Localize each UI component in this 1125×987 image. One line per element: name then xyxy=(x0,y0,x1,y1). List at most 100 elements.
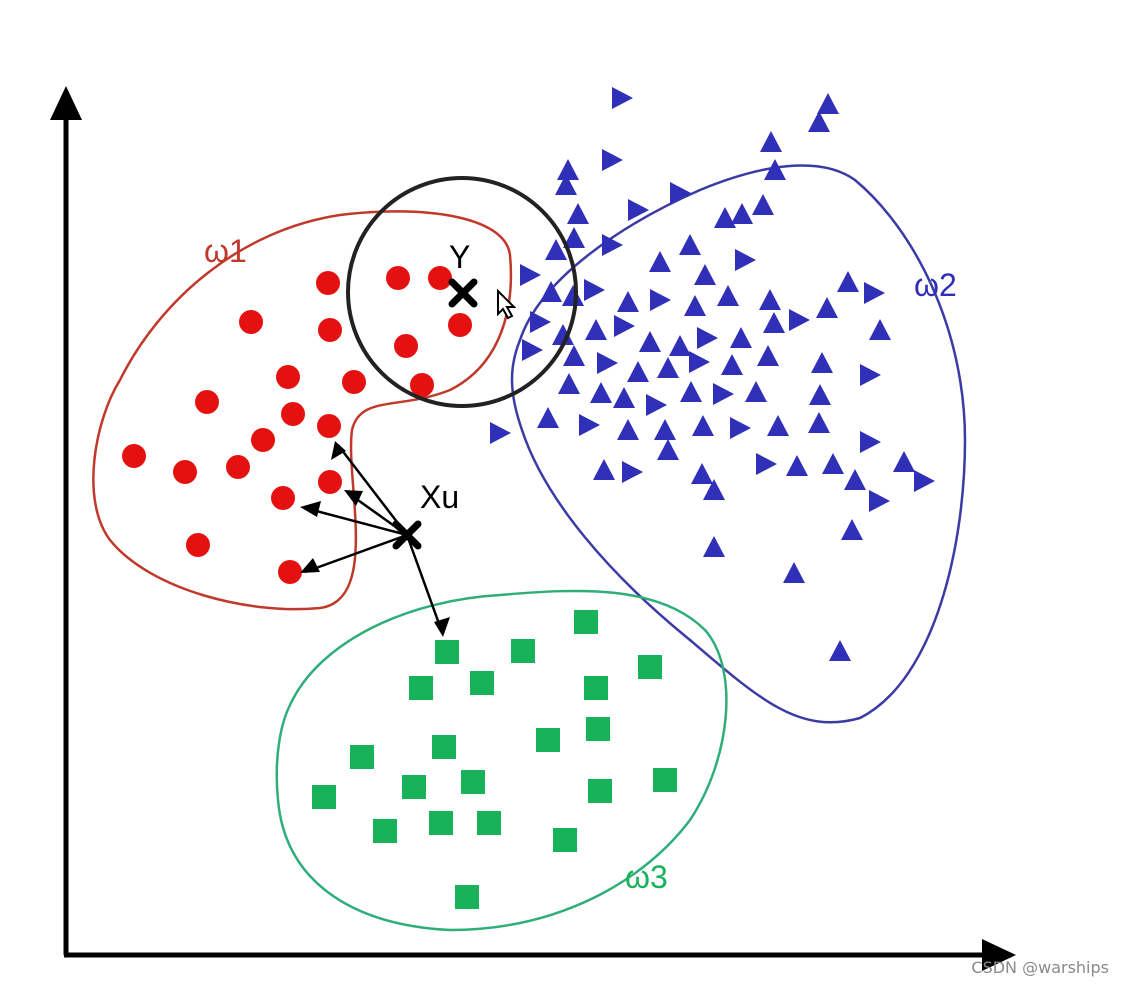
class2-point xyxy=(864,282,885,304)
class2-point xyxy=(763,312,785,333)
class1-point xyxy=(448,313,472,337)
class2-point xyxy=(537,407,559,428)
axes xyxy=(63,112,990,958)
class1-point xyxy=(318,470,342,494)
class2-point xyxy=(602,234,623,256)
class2-point xyxy=(612,87,633,109)
class3-label: ω3 xyxy=(625,859,668,895)
class1-point xyxy=(195,390,219,414)
class2-point xyxy=(552,324,574,345)
class2-point xyxy=(584,279,605,301)
class1-point xyxy=(278,560,302,584)
class2-point xyxy=(614,315,635,337)
class2-point xyxy=(789,309,810,331)
class2-point xyxy=(811,352,833,373)
class2-point xyxy=(670,182,691,204)
class2-label: ω2 xyxy=(914,267,957,303)
class1-point xyxy=(276,365,300,389)
class2-point xyxy=(731,203,753,224)
class2-point xyxy=(809,384,831,405)
class2-point xyxy=(593,459,615,480)
class2-point xyxy=(730,417,751,439)
class3-point xyxy=(429,811,453,835)
class3-point xyxy=(435,640,459,664)
class2-point xyxy=(730,327,752,348)
class2-point xyxy=(530,311,551,333)
class2-point xyxy=(563,345,585,366)
class3-point xyxy=(350,745,374,769)
class2-point xyxy=(869,490,890,512)
class2-point xyxy=(567,203,589,224)
class3-point xyxy=(588,779,612,803)
class2-point xyxy=(557,159,579,180)
class3-point xyxy=(553,828,577,852)
class2-point xyxy=(617,291,639,312)
class2-point xyxy=(703,479,725,500)
class1-point xyxy=(281,402,305,426)
class2-points xyxy=(490,87,935,661)
arrowhead xyxy=(300,558,320,573)
class3-point xyxy=(536,728,560,752)
arrowhead xyxy=(434,617,450,637)
class2-point xyxy=(694,264,716,285)
class2-point xyxy=(627,361,649,382)
class3-point xyxy=(638,655,662,679)
class2-point xyxy=(817,93,839,114)
class1-point xyxy=(410,373,434,397)
class2-point xyxy=(757,345,779,366)
class2-point xyxy=(590,382,612,403)
class2-point xyxy=(520,264,541,286)
class1-point xyxy=(239,310,263,334)
class2-point xyxy=(893,451,915,472)
class2-boundary xyxy=(510,164,967,724)
class2-point xyxy=(490,422,511,444)
class2-point xyxy=(697,327,718,349)
class2-point xyxy=(562,285,584,306)
class1-point xyxy=(173,460,197,484)
class2-point xyxy=(622,461,643,483)
class2-point xyxy=(764,159,786,180)
class2-point xyxy=(767,415,789,436)
class2-point xyxy=(837,271,859,292)
class2-point xyxy=(816,297,838,318)
class3-point xyxy=(455,885,479,909)
class2-point xyxy=(860,431,881,453)
query-point-label: Xu xyxy=(420,479,459,515)
arrow xyxy=(337,444,408,536)
class2-point xyxy=(756,453,777,475)
arrow xyxy=(304,533,408,574)
class2-point xyxy=(703,536,725,557)
class1-point xyxy=(317,414,341,438)
class2-point xyxy=(808,111,830,132)
class2-point xyxy=(646,394,667,416)
class2-point xyxy=(563,227,585,248)
class3-point xyxy=(653,768,677,792)
class2-point xyxy=(628,199,649,221)
arrowhead xyxy=(331,441,346,460)
class2-point xyxy=(721,354,743,375)
class3-point xyxy=(586,717,610,741)
class2-point xyxy=(691,463,713,484)
class2-point xyxy=(869,319,891,340)
class3-point xyxy=(461,770,485,794)
class2-point xyxy=(639,331,661,352)
class2-point xyxy=(669,335,691,356)
class2-point xyxy=(602,149,623,171)
neighborhood-circle xyxy=(346,176,578,408)
class1-point xyxy=(226,455,250,479)
class1-point xyxy=(318,318,342,342)
class3-point xyxy=(409,676,433,700)
class2-point xyxy=(657,439,679,460)
class2-point xyxy=(786,455,808,476)
class3-point xyxy=(574,610,598,634)
class1-point xyxy=(271,486,295,510)
class2-point xyxy=(713,383,734,405)
class3-point xyxy=(511,639,535,663)
class2-point xyxy=(689,351,710,373)
x-axis-arrowhead xyxy=(982,939,1016,971)
watermark: CSDN @warships xyxy=(971,958,1109,977)
class1-point xyxy=(316,271,340,295)
class1-point xyxy=(386,266,410,290)
class3-point xyxy=(312,785,336,809)
neighbor-arrowheads xyxy=(300,441,450,637)
